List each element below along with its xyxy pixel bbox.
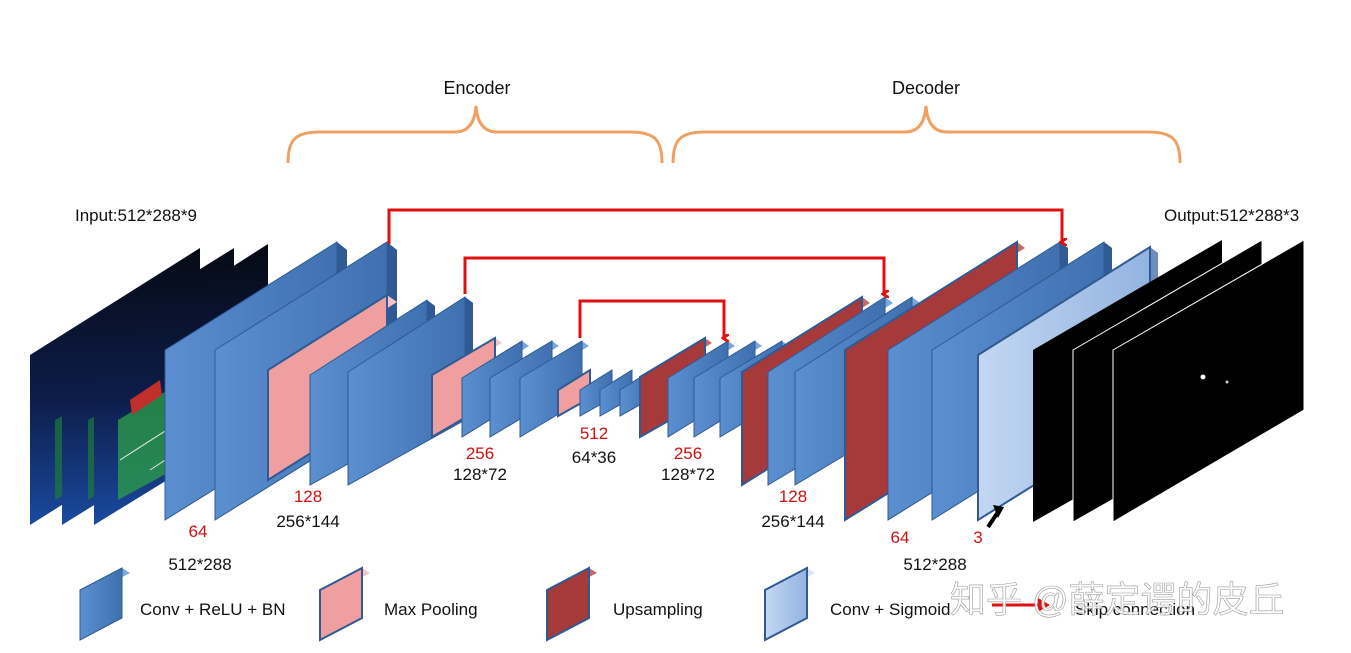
decoder-label: Decoder (892, 78, 960, 98)
legend-item-conv: Conv + ReLU + BN (79, 567, 286, 641)
size-label-enc128: 128*72 (453, 465, 507, 484)
encoder-label: Encoder (443, 78, 510, 98)
channel-label-enc128: 128 (294, 487, 322, 506)
skip-connection-512 (387, 208, 1062, 244)
skip-connection-128 (578, 299, 724, 338)
output-spot (1225, 380, 1229, 384)
channel-label-dec256: 256 (674, 444, 702, 463)
legend-label-skip: Skip connection (1075, 600, 1195, 619)
size-label-enc256: 256*144 (276, 512, 339, 531)
black-arrow-icon (986, 505, 1004, 529)
output-frame (1112, 239, 1305, 523)
channel-label-enc64: 64 (189, 522, 208, 541)
legend-item-sigmoid: Conv + Sigmoid (764, 566, 950, 642)
output-spot (1200, 374, 1206, 380)
encoder-bracket (286, 105, 664, 164)
input-label: Input:512*288*9 (75, 206, 197, 225)
output-frames (1033, 239, 1305, 523)
size-label-dec256: 256*144 (761, 512, 824, 531)
legend-label-pool: Max Pooling (384, 600, 478, 619)
legend-label-upsample: Upsampling (613, 600, 703, 619)
channel-label-dec128: 128 (779, 487, 807, 506)
legend-item-skip: Skip connection (992, 598, 1195, 619)
channel-label-enc256: 256 (466, 444, 494, 463)
legend-label-conv: Conv + ReLU + BN (140, 600, 286, 619)
channel-label-out3: 3 (973, 528, 982, 547)
size-label-dec128: 128*72 (661, 465, 715, 484)
legend-label-sigmoid: Conv + Sigmoid (830, 600, 950, 619)
skip-connections (387, 208, 1062, 338)
channel-label-bottleneck512: 512 (580, 424, 608, 443)
legend: Conv + ReLU + BN Max Pooling Upsampling … (79, 566, 1195, 642)
skip-connection-256 (463, 256, 884, 294)
legend-item-upsample: Upsampling (546, 566, 703, 642)
channel-label-dec64: 64 (891, 528, 910, 547)
size-label-bottleneck: 64*36 (572, 448, 616, 467)
decoder-bracket (671, 105, 1182, 164)
legend-item-pool: Max Pooling (319, 566, 478, 642)
watermark-text: 知乎 @薛定谔的皮丘 (950, 579, 1285, 620)
size-label-enc512: 512*288 (168, 555, 231, 574)
size-label-dec512: 512*288 (903, 555, 966, 574)
output-label: Output:512*288*3 (1164, 206, 1299, 225)
